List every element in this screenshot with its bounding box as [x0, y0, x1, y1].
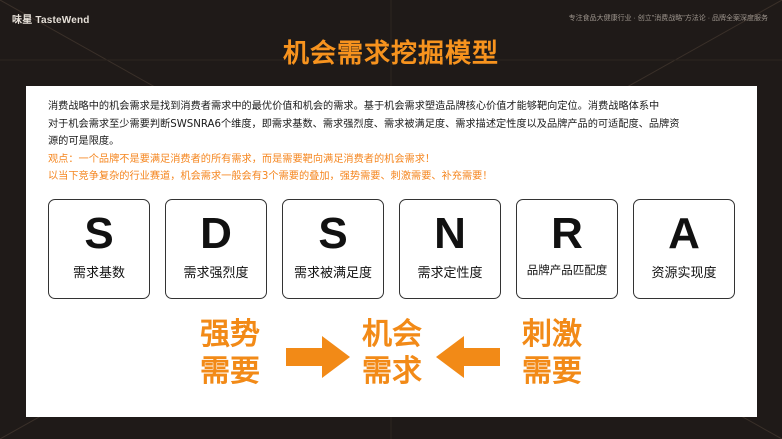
card-letter: S: [318, 209, 348, 258]
card-label: 品牌产品匹配度: [526, 263, 608, 277]
paragraph-line: 对于机会需求至少需要判断SWSNRA6个维度，即需求基数、需求强烈度、需求被满足…: [48, 118, 680, 130]
dimension-card-r: R 品牌产品匹配度: [516, 199, 618, 299]
opportunity-need-line2: 需求: [362, 354, 422, 389]
dimension-cards: S 需求基数 D 需求强烈度 S 需求被满足度 N 需求定性度 R 品牌产品匹配…: [48, 199, 738, 299]
need-flow: 强势 需要 机会 需求 刺激 需要: [26, 316, 757, 396]
card-label: 需求定性度: [417, 266, 483, 281]
description-paragraph: 消费战略中的机会需求是找到消费者需求中的最优价值和机会的需求。基于机会需求塑造品…: [48, 98, 738, 186]
card-label: 需求被满足度: [293, 266, 372, 281]
dimension-card-n: N 需求定性度: [399, 199, 501, 299]
strong-need-line2: 需要: [200, 354, 260, 389]
stimulus-need-line2: 需要: [522, 354, 582, 389]
card-letter: R: [551, 209, 583, 258]
card-label: 需求基数: [72, 266, 125, 281]
page-title: 机会需求挖掘模型: [282, 39, 499, 69]
arrow-right-icon: [286, 336, 350, 378]
dimension-card-s1: S 需求基数: [48, 199, 150, 299]
strong-need-line1: 强势: [200, 317, 260, 352]
dimension-card-s2: S 需求被满足度: [282, 199, 384, 299]
dimension-card-a: A 资源实现度: [633, 199, 735, 299]
paragraph-line: 源的可是限度。: [48, 136, 120, 147]
card-letter: S: [84, 209, 114, 258]
card-letter: N: [434, 209, 466, 258]
opportunity-need-text: 机会 需求: [352, 316, 432, 390]
stimulus-need-text: 刺激 需要: [512, 316, 592, 390]
stimulus-need-line1: 刺激: [522, 317, 582, 352]
dimension-card-d: D 需求强烈度: [165, 199, 267, 299]
card-label: 需求强烈度: [183, 266, 249, 281]
card-letter: A: [668, 209, 700, 258]
card-label: 资源实现度: [651, 266, 717, 281]
paragraph-line: 消费战略中的机会需求是找到消费者需求中的最优价值和机会的需求。基于机会需求塑造品…: [48, 101, 660, 112]
brand-logo: 味星 TasteWend: [12, 15, 90, 26]
content-panel: 消费战略中的机会需求是找到消费者需求中的最优价值和机会的需求。基于机会需求塑造品…: [26, 86, 757, 417]
tagline: 专注食品大健康行业 · 创立"消费战略"方法论 · 品牌全案深度服务: [568, 15, 768, 22]
arrow-left-icon: [436, 336, 500, 378]
opportunity-need-line1: 机会: [362, 317, 422, 352]
strong-need-text: 强势 需要: [190, 316, 270, 390]
viewpoint-line: 观点：一个品牌不是要满足消费者的所有需求，而是需要靶向满足消费者的机会需求！: [48, 153, 436, 165]
conclusion-line: 以当下竞争复杂的行业赛道，机会需求一般会有3个需要的叠加，强势需要、刺激需要、补…: [48, 171, 493, 182]
card-letter: D: [200, 209, 232, 258]
